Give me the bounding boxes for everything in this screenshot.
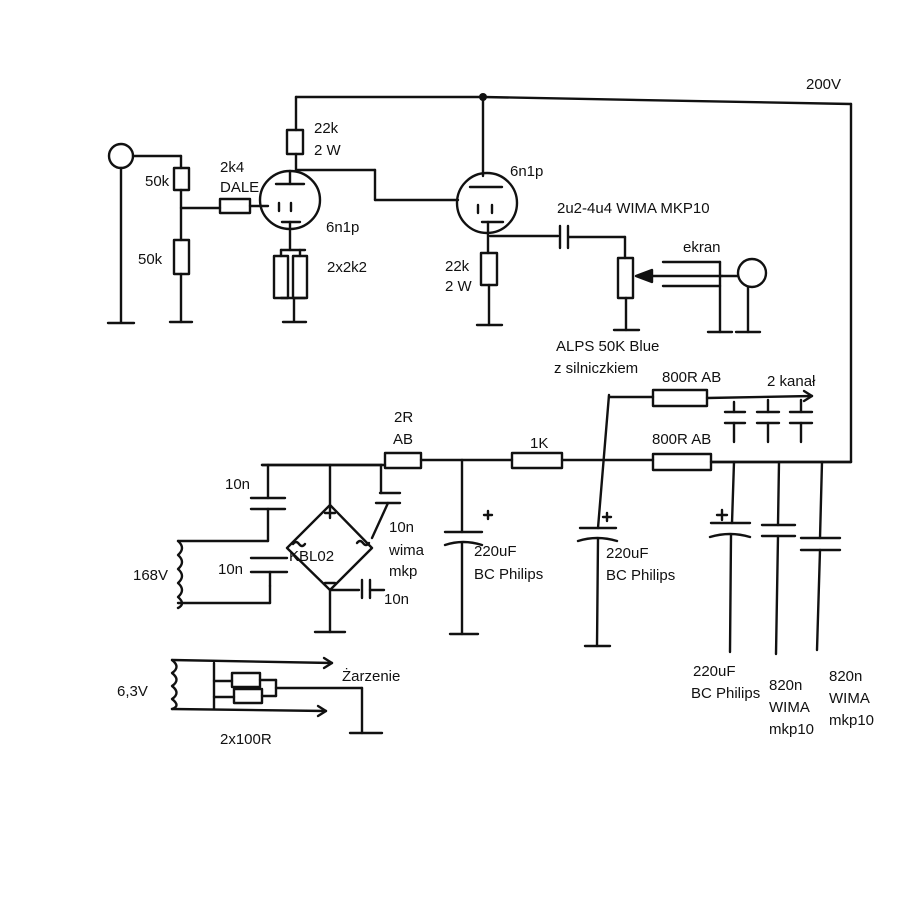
heater-label: Żarzenie: [342, 667, 400, 685]
filter-cap-1-brand: BC Philips: [474, 566, 543, 583]
grid-resistor-value: 2k4: [220, 159, 244, 176]
secondary-heater-label: 6,3V: [117, 683, 148, 700]
cathode-resistor-2-value: 22k: [445, 258, 470, 275]
rail-resistor-1-label: 800R AB: [662, 369, 721, 386]
coupling-capacitor-label: 2u2-4u4 WIMA MKP10: [557, 200, 710, 217]
grid-resistor-brand: DALE: [220, 179, 259, 196]
shield-label: ekran: [683, 239, 721, 256]
volume-pot-note: z silniczkiem: [554, 360, 638, 377]
rail-resistor-2-label: 800R AB: [652, 431, 711, 448]
filter-resistor-label: 1K: [530, 435, 548, 452]
series-resistor-2r: [260, 451, 514, 470]
volume-pot-model: ALPS 50K Blue: [556, 338, 659, 355]
cathode-resistor-2-power: 2 W: [445, 278, 473, 295]
grid-resistor-2k4: [218, 197, 270, 215]
tube-1: [258, 169, 322, 252]
bridge-rectifier: [285, 503, 374, 634]
series-resistor-value: 2R: [394, 409, 413, 426]
b-plus-label: 200V: [806, 76, 841, 93]
heater-circuit: [170, 656, 384, 735]
filter-cap-1: [443, 458, 494, 636]
decoupling-cap-4-value: 820n: [769, 677, 802, 694]
decoupling-cap-5-brand: WIMA: [829, 690, 870, 707]
filter-cap-2-brand: BC Philips: [606, 567, 675, 584]
anode-resistor-1-power: 2 W: [314, 142, 342, 159]
rectifier-label: KBL02: [289, 548, 334, 565]
cathode-resistor-2: [475, 234, 560, 327]
bridge-cap-3-label: 10n: [389, 519, 414, 536]
heater-resistors-label: 2x100R: [220, 731, 272, 748]
bridge-cap-2-label: 10n: [218, 561, 243, 578]
tube-1-label: 6n1p: [326, 219, 359, 236]
cathode-resistors-1: [272, 248, 309, 324]
decoupling-cap-5-type: mkp10: [829, 712, 874, 729]
transformer-hv-winding: [176, 539, 272, 610]
tube-2: [455, 171, 519, 255]
decoupling-cap-3-brand: BC Philips: [691, 685, 760, 702]
tube-2-label: 6n1p: [510, 163, 543, 180]
input-connector: [106, 142, 183, 325]
second-channel-label: 2 kanał: [767, 373, 816, 390]
divider-bottom-label: 50k: [138, 251, 163, 268]
series-resistor-type: AB: [393, 431, 413, 448]
filter-cap-1-value: 220uF: [474, 543, 517, 560]
filter-cap-2: [576, 393, 619, 648]
anode-resistor-1-value: 22k: [314, 120, 339, 137]
bridge-cap-1-label: 10n: [225, 476, 250, 493]
coupling-capacitor: [558, 224, 627, 260]
rail-resistor-1: [607, 388, 814, 444]
decoupling-cap-5-value: 820n: [829, 668, 862, 685]
decoupling-caps: [708, 460, 842, 656]
bridge-cap-note-2: mkp: [389, 563, 417, 580]
bridge-cap-note-1: wima: [388, 542, 425, 559]
secondary-hv-label: 168V: [133, 567, 168, 584]
anode-resistor-1: [285, 95, 460, 202]
decoupling-cap-4-type: mkp10: [769, 721, 814, 738]
decoupling-cap-3-value: 220uF: [693, 663, 736, 680]
divider-top-label: 50k: [145, 173, 170, 190]
bridge-caps: [249, 463, 402, 600]
filter-resistor-1k: [510, 451, 655, 470]
decoupling-cap-4-brand: WIMA: [769, 699, 810, 716]
filter-cap-2-value: 220uF: [606, 545, 649, 562]
volume-potentiometer: [612, 256, 724, 332]
bridge-cap-4-label: 10n: [384, 591, 409, 608]
cathode-resistors-1-label: 2x2k2: [327, 259, 367, 276]
output-connector: [661, 257, 768, 334]
input-divider: [168, 154, 222, 324]
